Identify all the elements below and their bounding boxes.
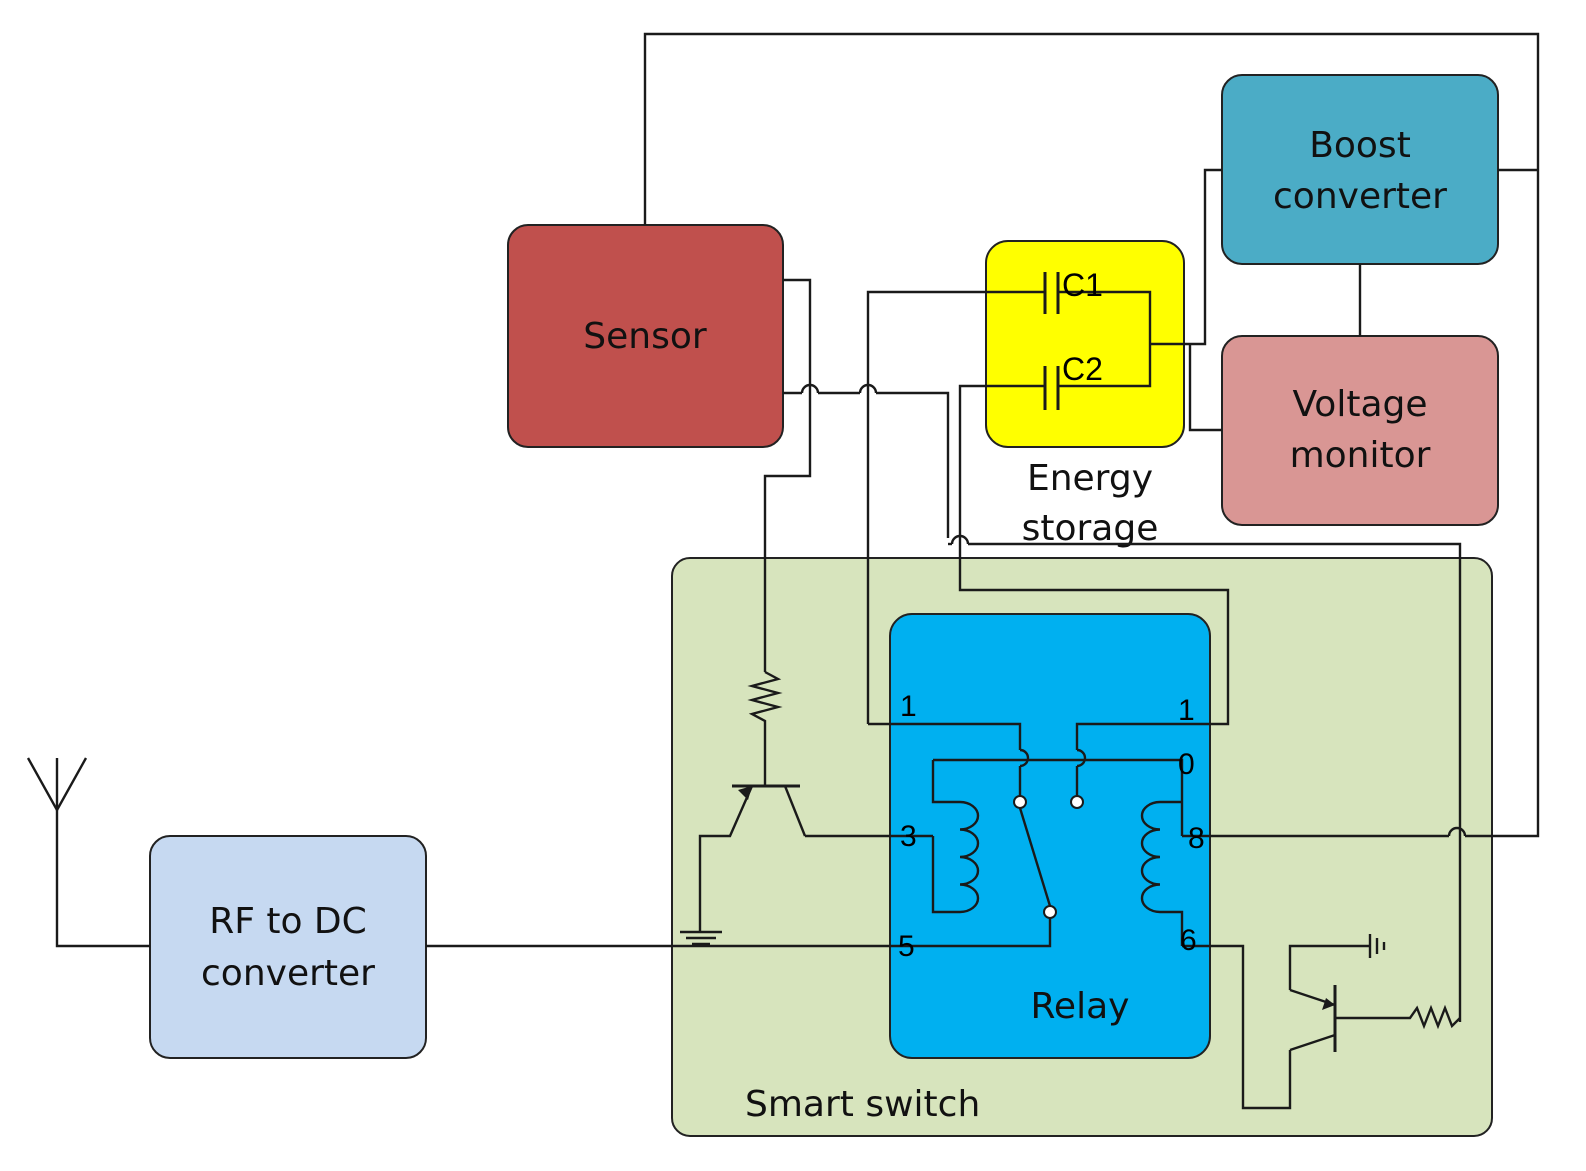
resistor-icon xyxy=(747,670,783,786)
smart-switch-label: Smart switch xyxy=(745,1084,980,1125)
voltage-monitor-label-2: monitor xyxy=(1290,435,1431,476)
rf-dc-converter-label-2: converter xyxy=(201,953,375,994)
rf-dc-converter-label-1: RF to DC xyxy=(209,901,367,942)
voltage-monitor-label-1: Voltage xyxy=(1292,384,1427,425)
relay-pin-6: 6 xyxy=(1180,924,1197,957)
c1-label: C1 xyxy=(1062,267,1103,303)
transistor-icon xyxy=(1289,985,1337,1052)
boost-converter-label-1: Boost xyxy=(1309,125,1411,166)
relay-contact-right xyxy=(1070,795,1084,809)
relay-pin-1-left: 1 xyxy=(900,690,917,723)
relay-pin-5: 5 xyxy=(898,930,915,963)
sensor-label: Sensor xyxy=(583,316,707,357)
transistor-icon xyxy=(698,784,807,932)
capacitor-icon xyxy=(1043,272,1060,314)
ground-icon xyxy=(680,930,722,946)
relay-contact-common xyxy=(1043,905,1057,919)
relay-pin-1-right: 1 xyxy=(1178,694,1195,727)
capacitor-icon xyxy=(1043,366,1060,410)
relay-pin-8: 8 xyxy=(1188,822,1205,855)
wires xyxy=(55,32,1540,1110)
relay-contact-left xyxy=(1013,795,1027,809)
relay-pin-0: 0 xyxy=(1178,748,1195,781)
coil-icon xyxy=(1140,800,1161,914)
ground-icon xyxy=(1288,934,1386,990)
energy-storage-label-1: Energy xyxy=(1027,458,1153,499)
relay-label: Relay xyxy=(1031,986,1130,1027)
antenna-icon xyxy=(26,757,88,813)
voltage-monitor-box xyxy=(1221,335,1499,526)
boost-converter-box xyxy=(1221,74,1499,265)
resistor-icon xyxy=(1335,1004,1461,1030)
boost-converter-label-2: converter xyxy=(1273,176,1447,217)
coil-icon xyxy=(959,800,980,914)
relay-pin-3: 3 xyxy=(900,820,917,853)
c2-label: C2 xyxy=(1062,351,1103,387)
rf-dc-converter-box xyxy=(149,835,427,1059)
energy-storage-label-2: storage xyxy=(1022,508,1159,549)
